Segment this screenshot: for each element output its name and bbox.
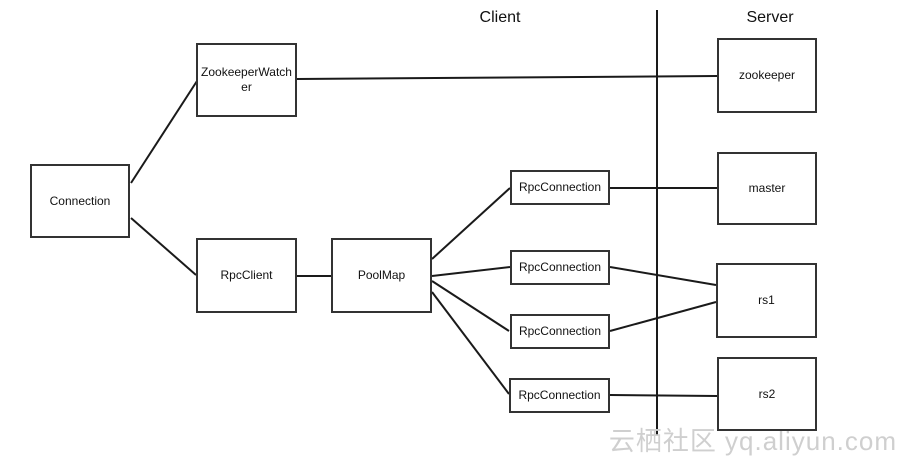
node-rpc-connection-1: RpcConnection: [510, 170, 610, 205]
edge-rpcconnection-4-rs2: [609, 394, 718, 397]
node-rpc-connection-3: RpcConnection: [510, 314, 610, 349]
node-pool-map: PoolMap: [331, 238, 432, 313]
edge-zookeeperwatcher-zookeeper: [296, 75, 718, 80]
edge-connection-zookeeperwatcher: [130, 80, 198, 184]
edge-rpcconnection-2-rs1: [609, 266, 717, 286]
client-section-title: Client: [479, 9, 521, 26]
watermark: 云栖社区 yq.aliyun.com: [608, 426, 897, 456]
node-zookeeper: zookeeper: [717, 38, 817, 113]
node-rpc-connection-2: RpcConnection: [510, 250, 610, 285]
node-rpc-client: RpcClient: [196, 238, 297, 313]
node-master: master: [717, 152, 817, 225]
edge-rpcconnection-3-rs1: [609, 301, 717, 332]
node-connection: Connection: [30, 164, 130, 238]
edge-poolmap-rpcconnection-1: [431, 187, 511, 260]
edge-connection-rpcclient: [130, 217, 197, 276]
edge-poolmap-rpcconnection-2: [431, 266, 511, 277]
node-rs2: rs2: [717, 357, 817, 431]
edge-poolmap-rpcconnection-4: [431, 291, 510, 395]
node-rs1: rs1: [716, 263, 817, 338]
server-section-title: Server: [746, 9, 794, 26]
edge-poolmap-rpcconnection-3: [431, 280, 510, 332]
node-zookeeper-watcher: ZookeeperWatcher: [196, 43, 297, 117]
node-rpc-connection-4: RpcConnection: [509, 378, 610, 413]
